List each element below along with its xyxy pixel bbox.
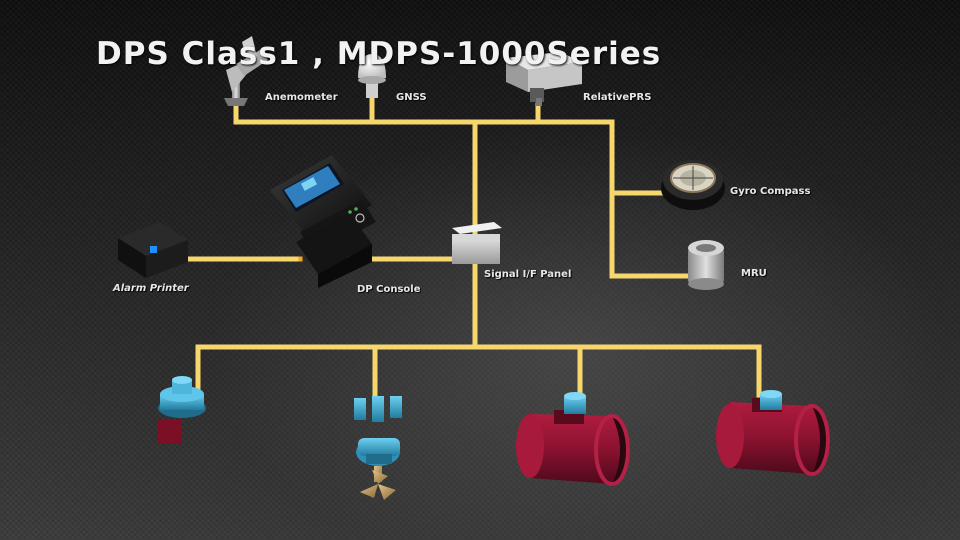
thruster-tunnel-4[interactable] [716,390,830,476]
thruster-azimuth-1[interactable] [158,376,206,444]
dp-console-device[interactable] [270,155,376,288]
signal-if-panel-device[interactable] [452,222,502,264]
label-gyro-compass: Gyro Compass [730,186,811,197]
label-alarm-printer: Alarm Printer [113,283,189,294]
gyro-compass-device[interactable] [661,160,725,210]
relativeprs-unit[interactable] [506,52,582,106]
label-signal-if-panel: Signal I/F Panel [484,269,572,280]
mru-device[interactable] [688,240,724,290]
label-gnss: GNSS [396,92,427,103]
label-anemometer: Anemometer [265,92,338,103]
label-mru: MRU [741,268,767,279]
thruster-tunnel-3[interactable] [516,392,630,486]
label-dp-console: DP Console [357,284,421,295]
cable-network [181,95,762,398]
thruster-propeller-2[interactable] [354,396,402,500]
label-relativeprs: RelativePRS [583,92,652,103]
gnss-antenna[interactable] [358,54,386,98]
alarm-printer-device[interactable] [118,222,188,278]
diagram-title: DPS Class1 , MDPS-1000Series [96,36,662,72]
anemometer-device[interactable] [224,36,268,106]
